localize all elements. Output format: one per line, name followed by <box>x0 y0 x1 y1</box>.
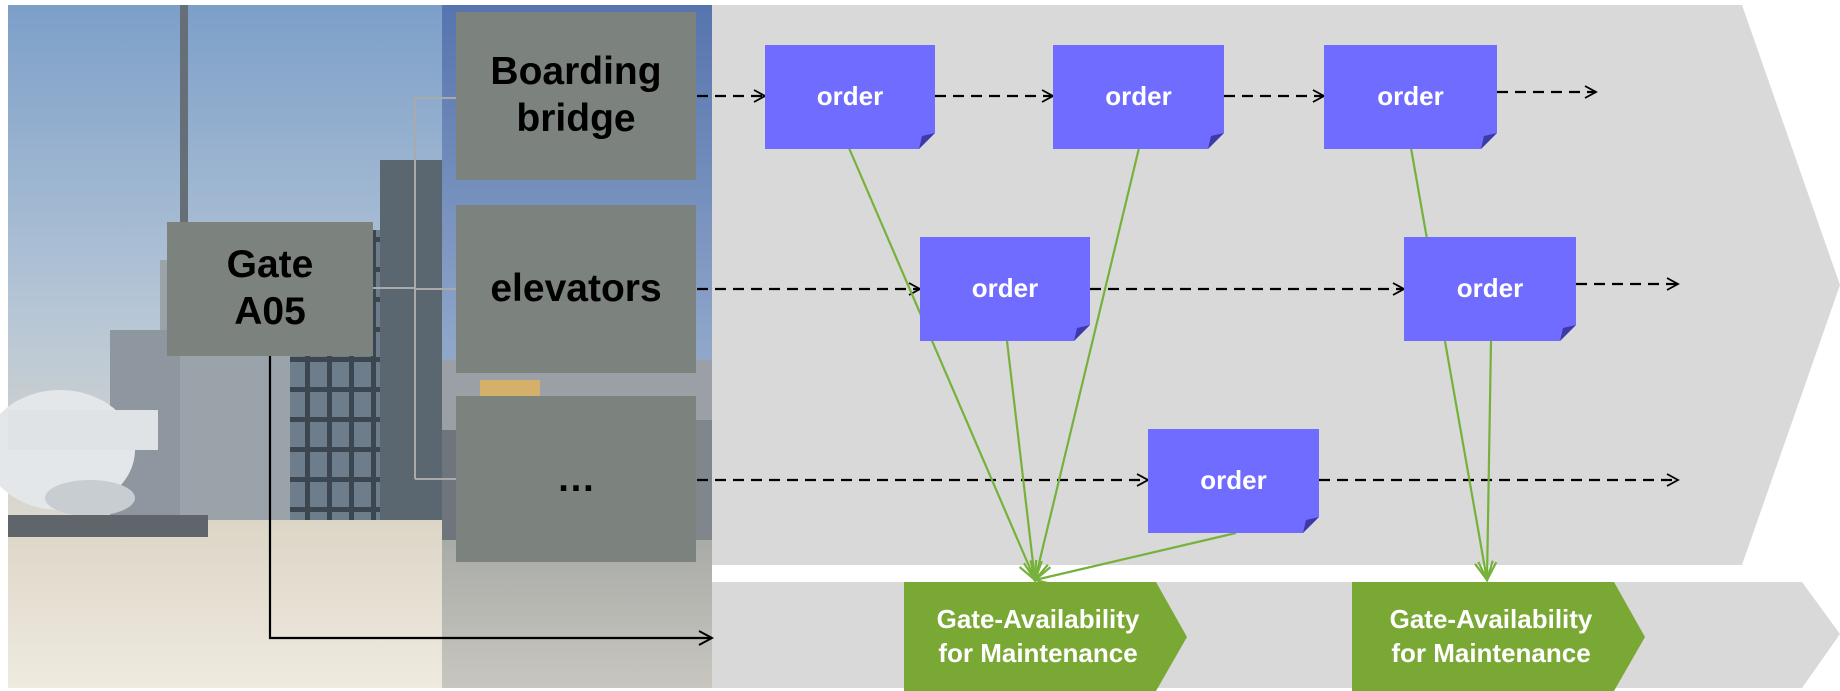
order-note-fold <box>919 133 935 149</box>
order-note <box>1053 45 1224 149</box>
order-note-fold <box>1303 517 1319 533</box>
order-note-fold <box>1208 133 1224 149</box>
order-note <box>1148 429 1319 533</box>
resource-box-more <box>456 396 696 562</box>
availability-chevron-1 <box>904 582 1187 691</box>
order-note-fold <box>1074 325 1090 341</box>
order-note-body <box>1053 45 1224 149</box>
order-note-fold <box>1481 133 1497 149</box>
order-note-body <box>765 45 935 149</box>
resource-box-boarding-bridge <box>456 12 696 180</box>
order-note <box>1324 45 1497 149</box>
resource-box-elevators <box>456 205 696 373</box>
order-note <box>1404 237 1576 341</box>
order-note <box>920 237 1090 341</box>
order-note-body <box>1148 429 1319 533</box>
upper-process-band <box>712 5 1840 565</box>
orders-layer <box>765 45 1576 533</box>
order-note-body <box>1404 237 1576 341</box>
order-note <box>765 45 935 149</box>
flow-arrows <box>697 85 1680 487</box>
gate-box <box>167 222 373 356</box>
availability-chevron-2 <box>1352 582 1645 691</box>
resource-tree-connectors <box>373 97 456 480</box>
gate-to-band-arrow <box>268 356 712 638</box>
availability-arrows <box>847 147 1498 586</box>
order-note-body <box>920 237 1090 341</box>
order-note-body <box>1324 45 1497 149</box>
lower-process-band <box>712 582 1840 688</box>
order-note-fold <box>1560 325 1576 341</box>
